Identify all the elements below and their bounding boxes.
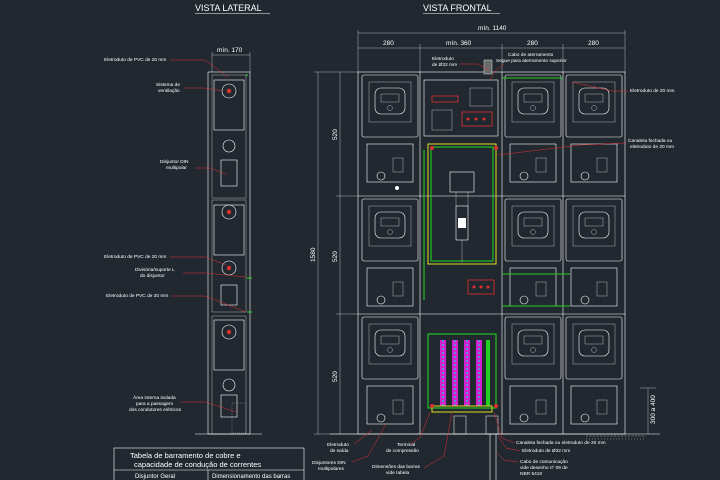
table-title-2: capacidade de condução de correntes bbox=[134, 460, 261, 469]
dim-col-left: 280 bbox=[383, 40, 394, 47]
meter-icon bbox=[361, 198, 419, 307]
cabinet-frame bbox=[330, 71, 660, 440]
dim-row-2: 520 bbox=[332, 251, 339, 262]
meter-icon bbox=[361, 74, 419, 190]
ground-icon bbox=[430, 404, 434, 408]
meter-icon bbox=[361, 316, 419, 425]
side-label: Eletroduto de PVC de 20 mm bbox=[106, 293, 168, 299]
title-lateral: VISTA LATERAL bbox=[195, 3, 262, 13]
dim-col-center: mín. 360 bbox=[446, 40, 472, 47]
label-canaleta-bottom: Canaleta fechada ou eletroduto de 20 mm bbox=[516, 440, 606, 446]
table-col-1: Disjuntor Geral bbox=[135, 474, 175, 480]
busbar-icon bbox=[427, 333, 497, 413]
side-label: Eletroduto de PVC de 20 mm bbox=[104, 254, 166, 260]
meter-icon bbox=[504, 74, 562, 183]
label-eletroduto-right: Eletroduto de 20 mm bbox=[630, 88, 675, 94]
center-column bbox=[423, 59, 570, 480]
dim-total-height: 1580 bbox=[310, 247, 317, 262]
front-dimensions: mín. 1140 280 mín. 360 280 280 520 520 5… bbox=[310, 25, 657, 435]
dim-row-1: 520 bbox=[332, 129, 339, 140]
meter-icon bbox=[565, 316, 623, 425]
dim-side-width: mín. 170 bbox=[217, 47, 243, 54]
meter-cells bbox=[361, 74, 623, 425]
dim-top-total: mín. 1140 bbox=[478, 25, 507, 32]
busbar-table: Tabela de barramento de cobre e capacida… bbox=[113, 447, 305, 480]
dim-base-height: 300 a 400 bbox=[650, 395, 657, 424]
dim-col-right-a: 280 bbox=[527, 40, 538, 47]
meter-icon bbox=[504, 198, 562, 307]
meter-icon bbox=[504, 316, 562, 425]
side-label: Eletroduto de PVC de 20 mm bbox=[104, 57, 166, 63]
title-frontal: VISTA FRONTAL bbox=[423, 3, 492, 13]
dim-col-right-b: 280 bbox=[588, 40, 599, 47]
side-view: mín. 170 bbox=[195, 47, 262, 435]
table-title-1: Tabela de barramento de cobre e bbox=[130, 451, 241, 460]
dim-row-3: 520 bbox=[332, 371, 339, 382]
table-col-2: Dimensionamento das barras bbox=[212, 474, 290, 480]
meter-icon bbox=[565, 74, 623, 183]
meter-icon bbox=[565, 198, 623, 307]
label-eletroduto-32: Eletroduto de Ø32 mm bbox=[522, 448, 570, 454]
